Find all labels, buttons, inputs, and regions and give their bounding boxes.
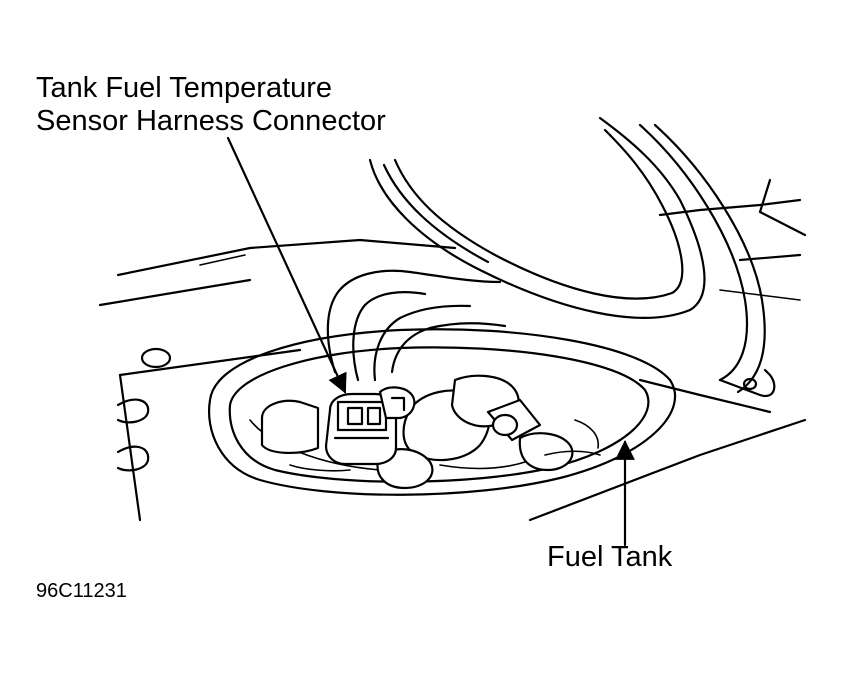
sensor-connector-label-line2: Sensor Harness Connector	[36, 105, 386, 137]
sensor-connector-leader	[226, 136, 347, 394]
floor-holes	[116, 347, 172, 472]
figure-id: 96C11231	[36, 580, 127, 602]
harness-wire	[326, 269, 507, 382]
harness-connector	[324, 386, 416, 466]
large-hose	[368, 116, 776, 414]
sensor-connector-label: Tank Fuel Temperature Sensor Harness Con…	[36, 72, 386, 138]
sensor-connector-label-line1: Tank Fuel Temperature	[36, 72, 333, 104]
pump-assembly	[260, 374, 601, 490]
floor-panel	[98, 178, 807, 522]
fuel-tank-label: Fuel Tank	[547, 541, 673, 573]
